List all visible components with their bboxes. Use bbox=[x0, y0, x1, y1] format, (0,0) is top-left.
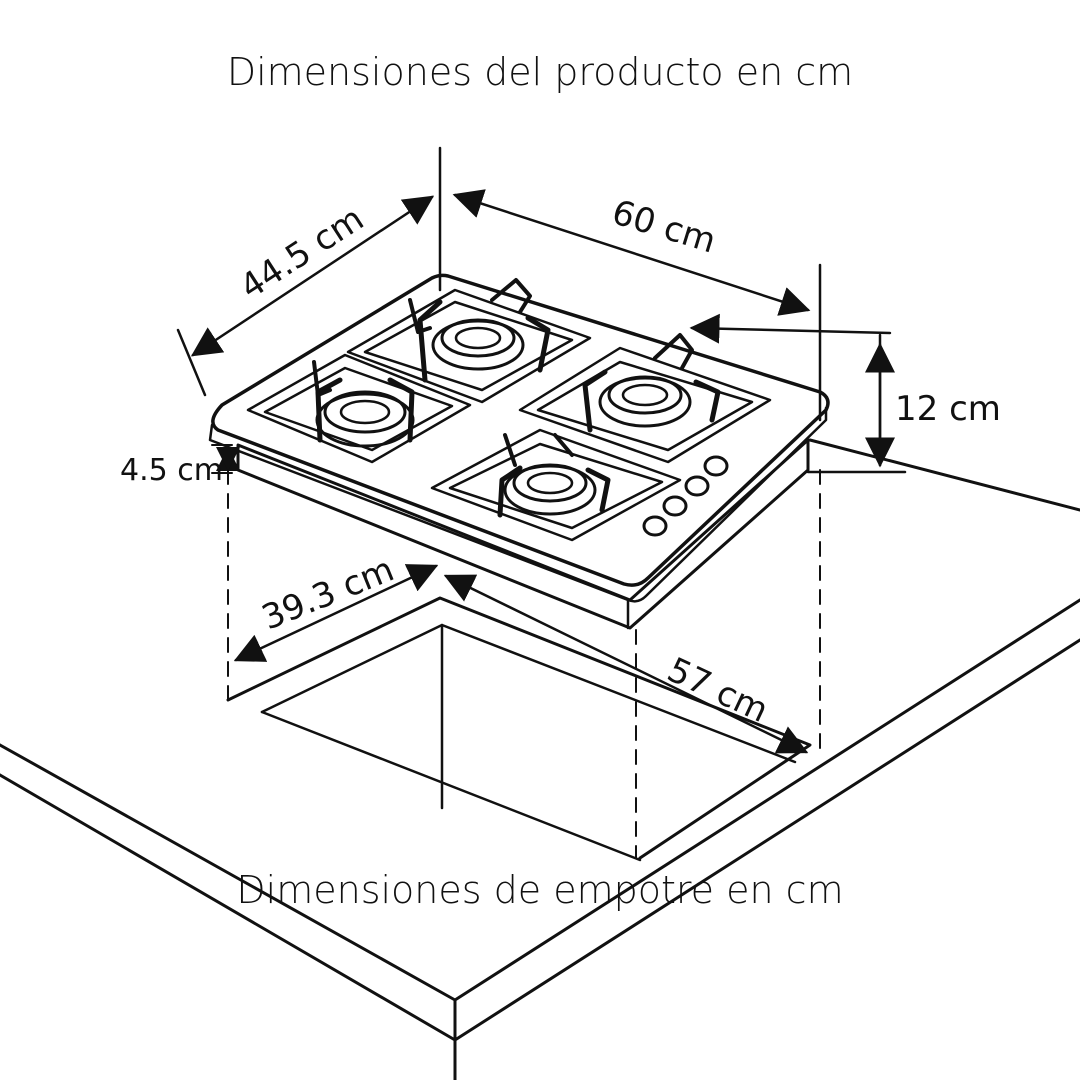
dimension-arrows bbox=[190, 189, 895, 754]
countertop-cutout bbox=[226, 596, 812, 862]
countertop bbox=[0, 438, 1080, 1080]
burner-back-center bbox=[417, 299, 551, 383]
cutout-dimensions-title: Dimensiones de empotre en cm bbox=[236, 868, 844, 912]
depth-label: 44.5 cm bbox=[233, 199, 371, 308]
product-dimensions-title: Dimensiones del producto en cm bbox=[226, 50, 854, 94]
burner-front-center bbox=[497, 463, 611, 518]
cutout-depth-label: 39.3 cm bbox=[256, 549, 399, 638]
control-knobs bbox=[642, 455, 729, 537]
burner-front-right bbox=[582, 369, 721, 433]
height-label: 12 cm bbox=[895, 389, 1001, 429]
projection-lines bbox=[227, 469, 821, 859]
cutout-width-label: 57 cm bbox=[661, 650, 774, 731]
extension-lines bbox=[176, 146, 907, 474]
body-height-label: 4.5 cm bbox=[120, 453, 223, 488]
